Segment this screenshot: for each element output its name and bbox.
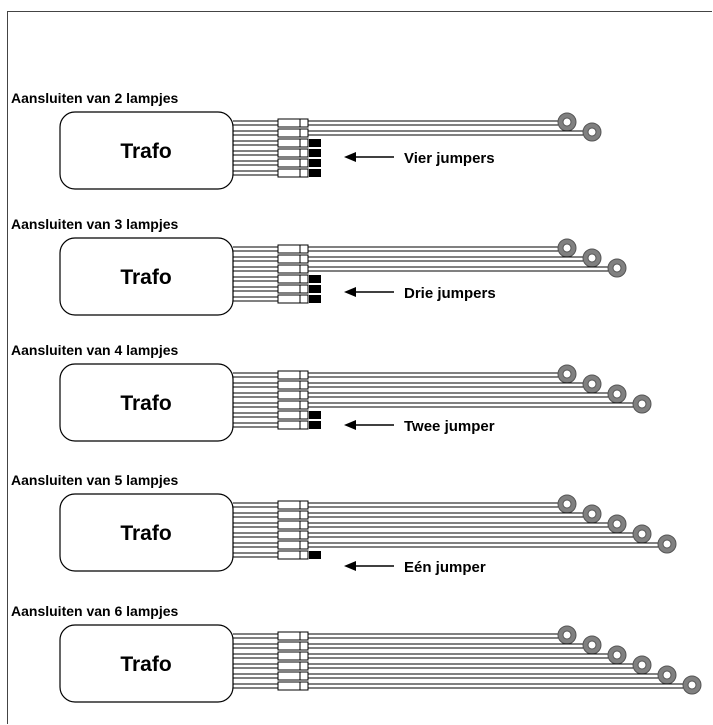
- connector: [277, 138, 309, 148]
- connector: [277, 128, 309, 138]
- jumper: [309, 159, 321, 167]
- arrow-indicator: Vier jumpers: [344, 150, 495, 167]
- arrow-indicator: Drie jumpers: [344, 285, 496, 302]
- lamp-center: [587, 127, 597, 137]
- lamp-center: [562, 499, 572, 509]
- jumper: [309, 139, 321, 147]
- section-5: Aansluiten van 6 lampjes Trafo: [11, 603, 702, 703]
- connector: [277, 244, 309, 254]
- connector: [277, 254, 309, 264]
- lamp-center: [687, 680, 697, 690]
- connector: [277, 510, 309, 520]
- wire-bundle: [233, 238, 627, 304]
- trafo-label: Trafo: [120, 266, 171, 289]
- connector: [277, 661, 309, 671]
- connector: [277, 540, 309, 550]
- jumper-label: Drie jumpers: [404, 285, 496, 302]
- arrow-head: [344, 287, 356, 297]
- lamp-center: [612, 389, 622, 399]
- connector: [277, 500, 309, 510]
- connector: [277, 274, 309, 284]
- trafo-label: Trafo: [120, 522, 171, 545]
- section-3: Aansluiten van 4 lampjes Trafo Twee jump…: [11, 342, 652, 442]
- lamp-center: [587, 253, 597, 263]
- arrow-head: [344, 152, 356, 162]
- connector: [277, 631, 309, 641]
- connector: [277, 520, 309, 530]
- trafo-label: Trafo: [120, 392, 171, 415]
- lamp-center: [637, 399, 647, 409]
- connector: [277, 671, 309, 681]
- arrow-head: [344, 420, 356, 430]
- jumper: [309, 295, 321, 303]
- jumper: [309, 551, 321, 559]
- arrow-head: [344, 561, 356, 571]
- connector: [277, 370, 309, 380]
- lamp-center: [587, 509, 597, 519]
- section-1: Aansluiten van 2 lampjes Trafo Vier jump…: [11, 90, 602, 190]
- lamp-center: [637, 529, 647, 539]
- connector: [277, 651, 309, 661]
- connector: [277, 410, 309, 420]
- connector: [277, 148, 309, 158]
- connector: [277, 390, 309, 400]
- trafo-label: Trafo: [120, 140, 171, 163]
- arrow-indicator: Eén jumper: [344, 559, 486, 576]
- lamp-center: [662, 670, 672, 680]
- connector: [277, 294, 309, 304]
- jumper: [309, 149, 321, 157]
- section-4: Aansluiten van 5 lampjes Trafo Eén jumpe…: [11, 472, 677, 576]
- section-2: Aansluiten van 3 lampjes Trafo Drie jump…: [11, 216, 627, 316]
- lamp-center: [562, 117, 572, 127]
- jumper: [309, 275, 321, 283]
- connector: [277, 420, 309, 430]
- connector: [277, 400, 309, 410]
- connector: [277, 118, 309, 128]
- wire-bundle: [233, 364, 652, 430]
- jumper: [309, 285, 321, 293]
- lamp-center: [637, 660, 647, 670]
- jumper: [309, 169, 321, 177]
- wire-bundle: [233, 625, 702, 695]
- lamp-center: [612, 519, 622, 529]
- connector: [277, 681, 309, 691]
- diagram-frame: [7, 11, 712, 724]
- section-title: Aansluiten van 3 lampjes: [11, 216, 178, 232]
- connector: [277, 168, 309, 178]
- section-title: Aansluiten van 5 lampjes: [11, 472, 178, 488]
- connector: [277, 550, 309, 560]
- lamp-center: [612, 650, 622, 660]
- connector: [277, 264, 309, 274]
- lamp-center: [562, 369, 572, 379]
- connector: [277, 641, 309, 651]
- arrow-indicator: Twee jumper: [344, 418, 495, 435]
- lamp-center: [562, 630, 572, 640]
- lamp-center: [612, 263, 622, 273]
- section-title: Aansluiten van 4 lampjes: [11, 342, 178, 358]
- connector: [277, 158, 309, 168]
- section-title: Aansluiten van 6 lampjes: [11, 603, 178, 619]
- lamp-center: [587, 640, 597, 650]
- lamp-center: [562, 243, 572, 253]
- connector: [277, 284, 309, 294]
- trafo-label: Trafo: [120, 653, 171, 676]
- wire-bundle: [233, 494, 677, 560]
- lamp-center: [662, 539, 672, 549]
- jumper-label: Vier jumpers: [404, 150, 495, 167]
- connector: [277, 380, 309, 390]
- jumper-label: Eén jumper: [404, 559, 486, 576]
- wire-bundle: [233, 112, 602, 178]
- jumper: [309, 411, 321, 419]
- jumper: [309, 421, 321, 429]
- section-title: Aansluiten van 2 lampjes: [11, 90, 178, 106]
- lamp-center: [587, 379, 597, 389]
- jumper-label: Twee jumper: [404, 418, 495, 435]
- connector: [277, 530, 309, 540]
